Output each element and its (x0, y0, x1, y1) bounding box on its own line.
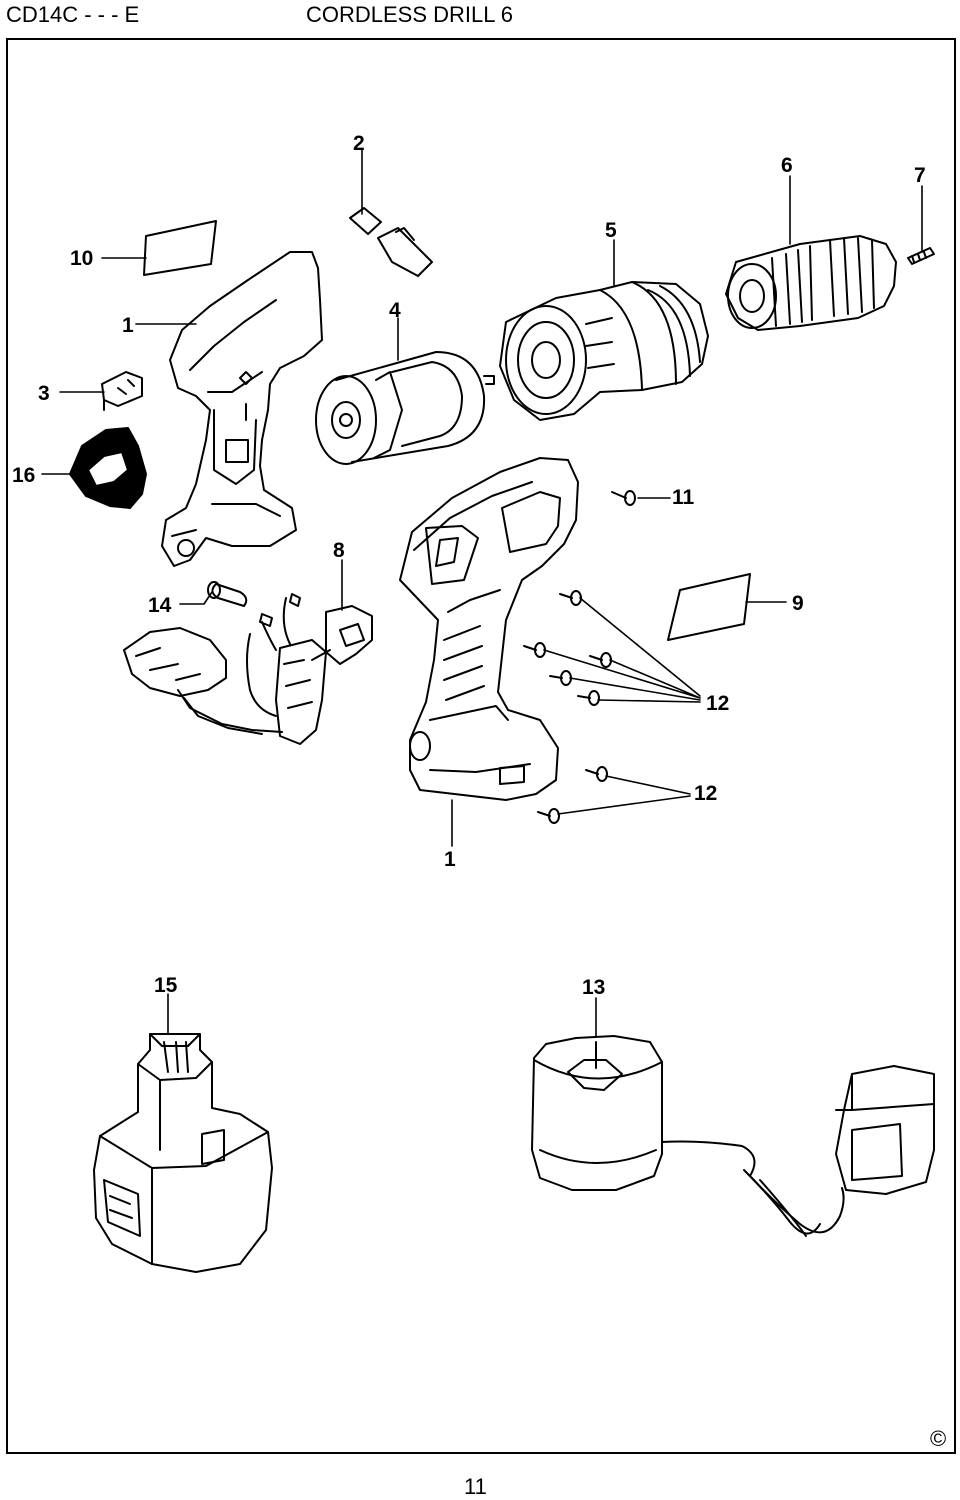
callout-13: 13 (582, 976, 605, 999)
leader-14 (179, 591, 213, 605)
part-14-sleeve (207, 581, 248, 607)
callout-16: 16 (12, 464, 35, 487)
part-7-screw (907, 247, 935, 265)
part-1-housing-left (161, 251, 323, 567)
diagram-frame (6, 38, 956, 1454)
part-10-label (143, 220, 217, 276)
callout-labels: 10 2 1 3 16 4 5 6 7 11 8 14 9 12 12 1 15… (12, 132, 926, 999)
callout-8: 8 (333, 539, 345, 562)
part-5-gearbox (499, 281, 709, 421)
callout-15: 15 (154, 974, 178, 997)
page-title: CORDLESS DRILL 6 (306, 2, 514, 27)
callout-3: 3 (38, 382, 50, 405)
part-16-grip (69, 427, 147, 509)
part-12-screws (523, 590, 612, 824)
callout-11: 11 (672, 486, 695, 509)
callout-14: 14 (148, 594, 172, 617)
callout-12-lower: 12 (694, 782, 717, 805)
callout-1-upper: 1 (122, 314, 134, 337)
part-4-motor (315, 351, 495, 465)
part-11-screw (611, 490, 636, 506)
callout-5: 5 (605, 219, 617, 242)
part-2-brush (349, 207, 433, 277)
callout-1-lower: 1 (444, 848, 456, 871)
callout-10: 10 (70, 247, 93, 270)
callout-4: 4 (389, 299, 401, 322)
page-number: 11 (464, 1474, 487, 1499)
callout-2: 2 (353, 132, 365, 155)
leader-12-upper (543, 597, 701, 703)
copyright-symbol: © (930, 1426, 947, 1451)
part-9-label (667, 573, 751, 641)
part-1-housing-right (399, 457, 579, 801)
part-6-chuck (725, 235, 897, 331)
leader-12-lower (557, 775, 691, 815)
part-13-charger (531, 1035, 935, 1237)
callout-7: 7 (914, 164, 926, 187)
model-number: CD14C - - - E (6, 2, 140, 27)
leader-lines (41, 149, 923, 1037)
callout-6: 6 (781, 154, 793, 177)
callout-12-upper: 12 (706, 692, 729, 715)
callout-9: 9 (792, 592, 804, 615)
part-3-switch-insert (101, 371, 143, 411)
part-15-battery (93, 1033, 273, 1273)
part-8-switch (123, 593, 373, 745)
